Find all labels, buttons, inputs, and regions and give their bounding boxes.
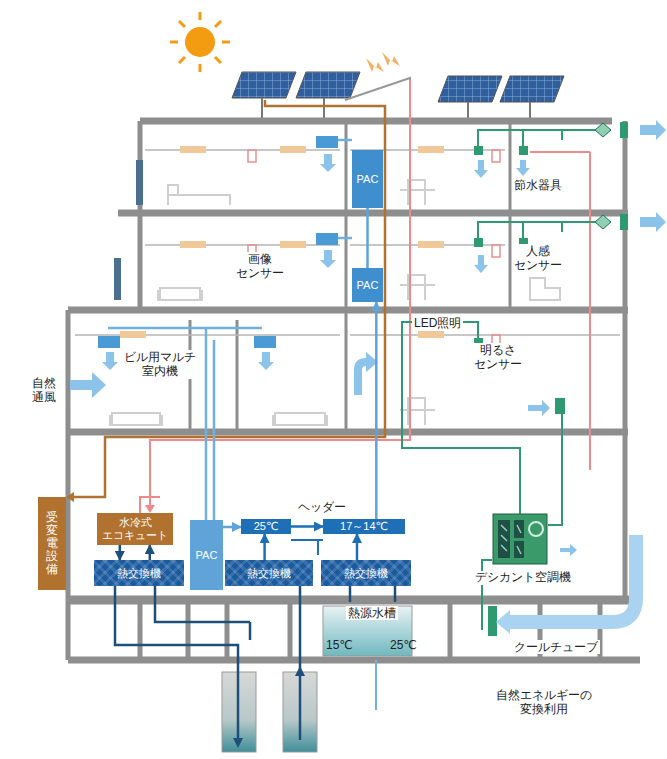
hot-water-line xyxy=(589,152,591,470)
unit-label: ビル用マルチ 室内機 xyxy=(122,350,198,379)
pac-unit: PAC xyxy=(352,268,383,302)
pipe-connector xyxy=(119,545,122,560)
pipe-connector xyxy=(366,208,369,268)
node-text: PAC xyxy=(357,173,379,186)
indoor-units xyxy=(98,136,338,348)
furniture xyxy=(110,180,560,425)
ventilation-inlets xyxy=(595,120,666,232)
node-text: 熱交換機 xyxy=(344,567,388,580)
windows xyxy=(114,160,143,300)
solar-panels xyxy=(232,72,564,121)
desiccant-unit-drawing xyxy=(492,513,548,565)
refrigerant-lines xyxy=(108,140,352,520)
header-box: 17～14℃ xyxy=(323,519,405,534)
cool-tube-label: クールチューブ xyxy=(512,640,600,654)
pipe-connector xyxy=(375,302,378,519)
pipe-connector xyxy=(291,525,323,528)
sensors xyxy=(248,150,500,347)
node-text: PAC xyxy=(196,549,218,562)
arrowhead xyxy=(66,492,74,502)
ventilation-ducts xyxy=(402,130,595,630)
caption-label: 自然エネルギーの 変換利用 xyxy=(494,688,594,717)
pac-unit: PAC xyxy=(352,150,383,208)
node-text: PAC xyxy=(357,279,379,292)
hot-water-line xyxy=(530,151,590,153)
sun xyxy=(170,12,230,72)
arrowhead xyxy=(145,505,155,513)
node-text: デシカント空調機 xyxy=(473,571,573,585)
power-line xyxy=(72,100,385,497)
pipe-connector xyxy=(356,534,359,560)
temperature-label: 15℃ xyxy=(326,638,353,652)
temperature-label: 25℃ xyxy=(390,638,417,652)
arrowhead xyxy=(295,666,305,676)
node-text: 受変電設備 xyxy=(46,511,58,577)
arrowhead xyxy=(233,738,243,748)
sensor-label: 画像 センサー xyxy=(234,252,286,281)
arrowhead xyxy=(496,610,510,634)
header-label: ヘッダー xyxy=(296,500,348,514)
node-text: 25℃ xyxy=(254,520,279,533)
sensor-label: 明るさ センサー xyxy=(472,343,524,372)
desiccant-unit: デシカント空調機 xyxy=(468,513,578,585)
node-text: 熱交換機 xyxy=(117,567,161,580)
ventilation-label: 自然 通風 xyxy=(30,376,58,405)
pipe-connector xyxy=(263,534,266,560)
node-text: 熱交換機 xyxy=(247,567,291,580)
pipe-connector xyxy=(223,526,241,529)
ecocute-box: 水冷式 エコキュート xyxy=(97,513,173,545)
hot-water-line xyxy=(150,80,410,506)
water-line xyxy=(375,660,377,710)
sunlight-arrows xyxy=(366,52,400,72)
header-pipes xyxy=(291,540,323,555)
duct-fittings xyxy=(474,146,565,636)
heat-exchanger: 熱交換機 xyxy=(321,560,411,586)
pac-unit: PAC xyxy=(190,520,223,590)
node-text: 水冷式 エコキュート xyxy=(102,516,168,541)
substation-box: 受変電設備 xyxy=(38,497,66,590)
sensor-label: 人感 センサー xyxy=(512,244,564,273)
tank-label: 熱源水槽 xyxy=(346,606,398,620)
pipe-connector xyxy=(149,545,152,560)
building-structure xyxy=(68,121,640,660)
node-text: 17～14℃ xyxy=(340,520,388,533)
light-label: LED照明 xyxy=(412,316,463,330)
header-box: 25℃ xyxy=(241,519,291,534)
lights xyxy=(120,146,444,338)
fixture-label: 節水器具 xyxy=(512,178,564,192)
heat-exchanger: 熱交換機 xyxy=(225,560,313,586)
heat-exchanger: 熱交換機 xyxy=(94,560,184,586)
airflow-arrows xyxy=(70,154,577,556)
